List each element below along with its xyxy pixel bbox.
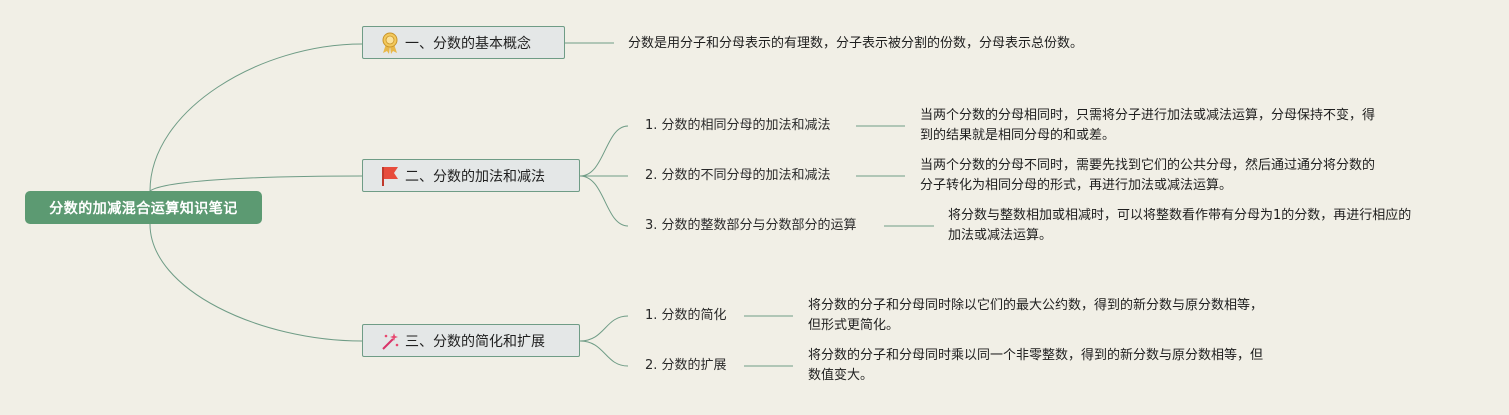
note-line-2: 加法或减法运算。 <box>948 228 1053 243</box>
subtopic-expand-note: 将分数的分子和分母同时乘以同一个非零整数，得到的新分数与原分数相等，但 数值变大… <box>808 346 1263 386</box>
branch-label: 一、分数的基本概念 <box>405 35 531 52</box>
branch-topic-add-subtract[interactable]: 二、分数的加法和减法 <box>362 159 580 192</box>
subtopic-integer-and-fraction[interactable]: 3. 分数的整数部分与分数部分的运算 <box>645 218 857 233</box>
note-line-2: 数值变大。 <box>808 368 874 383</box>
branch-label: 二、分数的加法和减法 <box>405 168 545 185</box>
subtopic-simplify-note: 将分数的分子和分母同时除以它们的最大公约数，得到的新分数与原分数相等， 但形式更… <box>808 296 1263 336</box>
subtopic-expand[interactable]: 2. 分数的扩展 <box>645 358 727 373</box>
note-line-1: 当两个分数的分母相同时，只需将分子进行加法或减法运算，分母保持不变，得 <box>920 108 1376 123</box>
magic-wand-icon <box>379 330 401 352</box>
branch-2-child-3-link <box>579 175 629 227</box>
subtopic-integer-and-fraction-note: 将分数与整数相加或相减时，可以将整数看作带有分母为1的分数，再进行相应的 加法或… <box>948 206 1411 246</box>
subtopic-different-denominator[interactable]: 2. 分数的不同分母的加法和减法 <box>645 168 831 183</box>
red-flag-icon <box>379 165 401 187</box>
note-line-2: 分子转化为相同分母的形式，再进行加法或减法运算。 <box>920 178 1233 193</box>
subtopic-same-denominator-note: 当两个分数的分母相同时，只需将分子进行加法或减法运算，分母保持不变，得 到的结果… <box>920 106 1375 146</box>
subtopic-same-denominator[interactable]: 1. 分数的相同分母的加法和减法 <box>645 118 831 133</box>
root-to-branch-3-link <box>149 223 363 342</box>
root-to-branch-1-link <box>149 43 363 192</box>
subtopic-simplify[interactable]: 1. 分数的简化 <box>645 308 727 323</box>
note-line-2: 到的结果就是相同分母的和或差。 <box>920 128 1116 143</box>
branch-topic-simplify-expand[interactable]: 三、分数的简化和扩展 <box>362 324 580 357</box>
note-line-1: 当两个分数的分母不同时，需要先找到它们的公共分母，然后通过通分将分数的 <box>920 158 1376 173</box>
note-line-2: 但形式更简化。 <box>808 318 900 333</box>
award-ribbon-icon <box>379 32 401 54</box>
subtopic-different-denominator-note: 当两个分数的分母不同时，需要先找到它们的公共分母，然后通过通分将分数的 分子转化… <box>920 156 1375 196</box>
note-text: 分数是用分子和分母表示的有理数，分子表示被分割的份数，分母表示总份数。 <box>628 36 1084 51</box>
note-line-1: 将分数的分子和分母同时除以它们的最大公约数，得到的新分数与原分数相等， <box>808 298 1264 313</box>
branch-2-child-1-link <box>579 125 629 177</box>
note-line-1: 将分数与整数相加或相减时，可以将整数看作带有分母为1的分数，再进行相应的 <box>948 208 1412 223</box>
root-topic[interactable]: 分数的加减混合运算知识笔记 <box>25 191 262 224</box>
note-line-1: 将分数的分子和分母同时乘以同一个非零整数，得到的新分数与原分数相等，但 <box>808 348 1264 363</box>
branch-3-child-2-link <box>579 340 629 367</box>
branch-label: 三、分数的简化和扩展 <box>405 333 545 350</box>
branch-topic-basic-concept[interactable]: 一、分数的基本概念 <box>362 26 565 59</box>
root-to-branch-2-link <box>149 175 363 192</box>
branch-1-note: 分数是用分子和分母表示的有理数，分子表示被分割的份数，分母表示总份数。 <box>628 34 1083 54</box>
branch-3-child-1-link <box>579 315 629 342</box>
